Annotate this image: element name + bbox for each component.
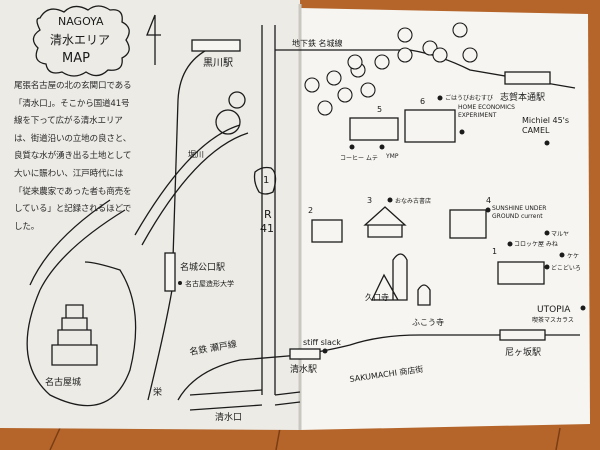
route-41-label: 41	[260, 222, 274, 235]
route-1-label: 1	[263, 175, 269, 186]
building-5	[349, 117, 399, 141]
river-label: 堀川	[188, 150, 204, 159]
spot-5-number: 5	[377, 105, 382, 114]
camel-label: Michiel 45's CAMEL	[522, 116, 570, 135]
shimizu-label: 清水駅	[290, 363, 317, 375]
spot-1-maruya: マルヤ	[551, 231, 569, 238]
spot-1-croquette: コロッケ屋 みね	[514, 241, 558, 248]
meijokoen-station	[164, 252, 176, 292]
fukouji-buddha	[417, 284, 431, 306]
cherry-trees	[304, 22, 478, 116]
sakae-label: 栄	[153, 386, 162, 398]
spot-5-coffee: コーヒー ムテ	[340, 155, 378, 162]
kurokawa-station	[191, 39, 241, 52]
horikawa-river	[134, 124, 249, 246]
building-6	[404, 109, 456, 143]
spot-5-ymp: YMP	[385, 153, 399, 160]
meijokoen-label: 名城公口駅	[180, 261, 225, 273]
route-r-label: R	[264, 208, 272, 221]
spot-2-number: 2	[308, 206, 313, 215]
title-line2: 清水エリア	[50, 33, 110, 47]
spot-4-number: 4	[486, 196, 491, 205]
spot-6-onigiri: ごはうびおむすび	[445, 94, 493, 102]
stiff-slack-label: stiff slack	[303, 338, 341, 347]
utopia-label: UTOPIA	[537, 305, 571, 315]
spot-markers	[178, 95, 586, 354]
route-1-shield	[253, 166, 277, 195]
zokei-label: 名古屋造形大学	[185, 279, 234, 288]
seto-line	[177, 334, 580, 401]
right-page	[300, 8, 590, 430]
interchange	[215, 109, 241, 135]
left-page	[0, 0, 300, 430]
title-cloud	[32, 5, 130, 77]
spot-3-onami: おなみ古書店	[395, 197, 431, 205]
spot-1-dokodoiro: どこどいろ	[551, 264, 581, 272]
building-3	[363, 206, 407, 238]
intro-paragraph: 尾張名古屋の北の玄関口である「清水口」。そこから国道41号線を下って広がる清水エ…	[14, 81, 132, 232]
spot-6-home-economics: HOME ECONOMICS EXPERIMENT	[458, 104, 515, 119]
shigahondori-label: 志賀本通駅	[500, 91, 545, 103]
kuchiji-label: 久口寺	[365, 292, 389, 302]
meijo-line-label: 地下鉄 名城線	[292, 38, 343, 48]
building-4	[449, 209, 487, 239]
castle-label: 名古屋城	[45, 376, 81, 388]
shimizu-station	[289, 348, 321, 360]
nagoya-castle-drawing	[51, 304, 98, 366]
route-41-road	[261, 25, 276, 395]
title-line1: NAGOYA	[58, 15, 104, 28]
spot-1-keke: ケケ	[567, 253, 579, 260]
shigahondori-station	[504, 71, 551, 85]
amagasaka-label: 尼ヶ坂駅	[505, 347, 541, 358]
kurokawa-label: 黒川駅	[203, 57, 233, 69]
castle-moat	[26, 261, 137, 407]
utopia-sub-label: 喫茶マスカラス	[532, 316, 574, 324]
spot-6-number: 6	[420, 97, 425, 106]
spot-1-number: 1	[492, 247, 497, 256]
building-1	[497, 261, 545, 285]
shimizuguchi-label: 清水口	[215, 411, 242, 423]
fukouji-label: ふこう寺	[412, 318, 444, 327]
north-arrow-icon	[146, 14, 161, 65]
spot-3-number: 3	[367, 196, 372, 205]
kuchiji-statue	[370, 253, 408, 301]
spot-4-sunshine: SUNSHINE UNDER GROUND current	[492, 205, 547, 220]
title-line3: MAP	[62, 51, 90, 66]
building-2	[311, 219, 343, 243]
amagasaka-station	[499, 329, 546, 341]
